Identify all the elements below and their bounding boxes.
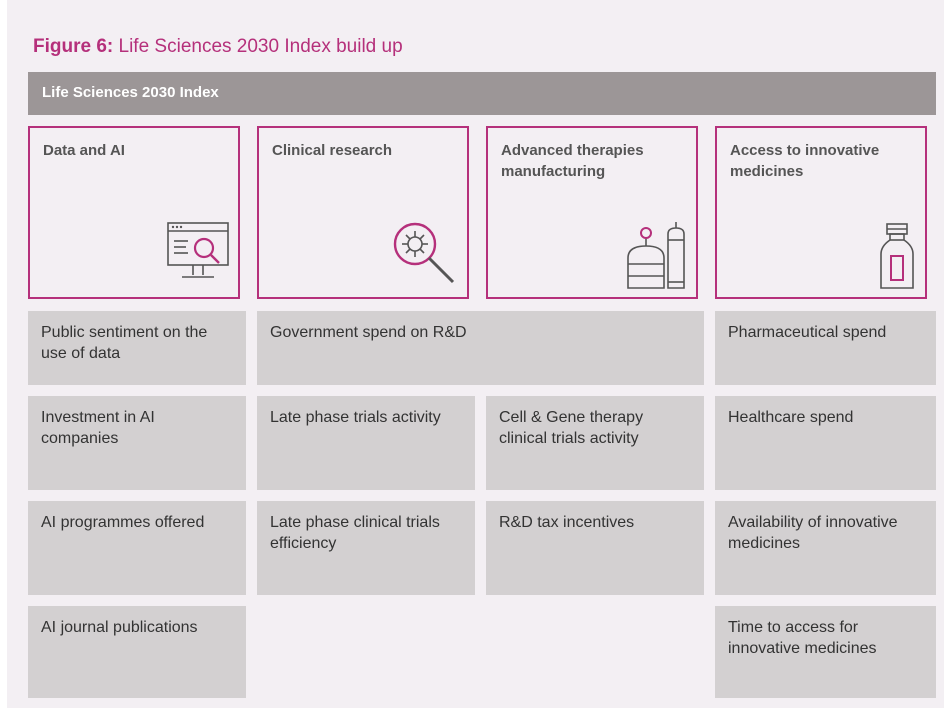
indicator-label: AI programmes offered [41, 514, 205, 531]
pillar-title: Advanced therapies manufacturing [501, 142, 644, 180]
pillar-title: Data and AI [43, 142, 125, 159]
pillar-data-and-ai: Data and AI [28, 126, 240, 299]
indicator-label: Healthcare spend [728, 409, 854, 426]
indicator-box: AI journal publications [28, 606, 246, 698]
indicator-label: R&D tax incentives [499, 514, 635, 531]
indicator-label: Late phase trials activity [270, 409, 441, 426]
indicator-box: Late phase clinical trials efficiency [257, 501, 475, 595]
pillar-title: Access to innovative medicines [730, 142, 880, 180]
monitor-search-icon [167, 222, 229, 278]
pillar-access-to-medicines: Access to innovative medicines [715, 126, 927, 299]
indicator-box: Pharmaceutical spend [715, 311, 936, 385]
magnifier-virus-icon [393, 222, 455, 284]
index-header-bar: Life Sciences 2030 Index [28, 72, 936, 115]
indicator-label: Time to access for innovative medicines [728, 619, 877, 657]
indicator-label: Government spend on R&D [270, 324, 467, 341]
indicator-box: Time to access for innovative medicines [715, 606, 936, 698]
medicine-vial-icon [880, 223, 914, 289]
bioreactor-tanks-icon [627, 222, 685, 289]
indicator-label: Pharmaceutical spend [728, 324, 887, 341]
indicator-box: Healthcare spend [715, 396, 936, 490]
indicator-box: Cell & Gene therapy clinical trials acti… [486, 396, 704, 490]
pillar-clinical-research: Clinical research [257, 126, 469, 299]
indicator-box: R&D tax incentives [486, 501, 704, 595]
indicator-box: Public sentiment on the use of data [28, 311, 246, 385]
indicator-label: Availability of innovative medicines [728, 514, 898, 552]
indicator-label: AI journal publications [41, 619, 198, 636]
pillar-advanced-therapies: Advanced therapies manufacturing [486, 126, 698, 299]
left-margin [0, 0, 7, 708]
indicator-box: Government spend on R&D [257, 311, 704, 385]
indicator-box: AI programmes offered [28, 501, 246, 595]
indicator-box: Late phase trials activity [257, 396, 475, 490]
indicator-box: Availability of innovative medicines [715, 501, 936, 595]
figure-title: Figure 6: Life Sciences 2030 Index build… [33, 36, 403, 58]
pillar-title: Clinical research [272, 142, 393, 159]
indicator-box: Investment in AI companies [28, 396, 246, 490]
indicator-label: Public sentiment on the use of data [41, 324, 208, 362]
indicator-label: Cell & Gene therapy clinical trials acti… [499, 409, 644, 447]
figure-label: Figure 6: [33, 36, 114, 57]
index-header-label: Life Sciences 2030 Index [42, 84, 219, 101]
figure-title-text: Life Sciences 2030 Index build up [118, 36, 403, 57]
indicator-label: Late phase clinical trials efficiency [270, 514, 440, 552]
indicator-label: Investment in AI companies [41, 409, 155, 447]
